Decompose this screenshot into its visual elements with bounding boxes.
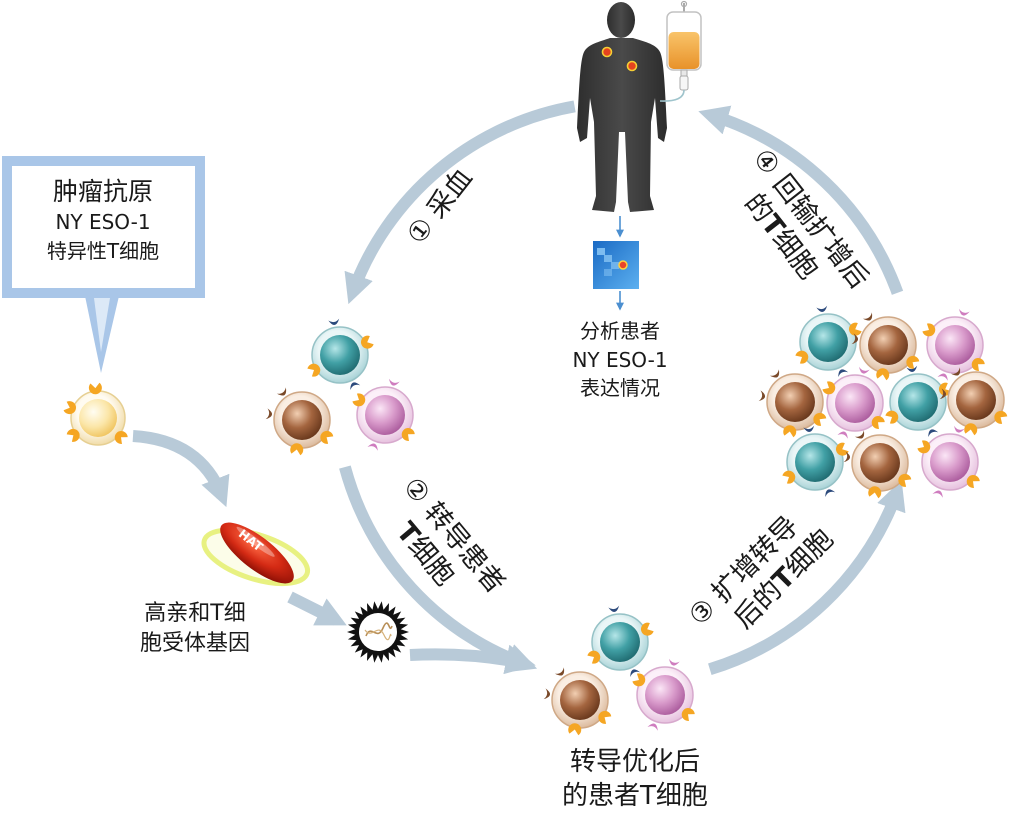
patient-silhouette	[577, 2, 667, 212]
brown-t-cell	[940, 367, 1009, 435]
brown-t-cell	[759, 369, 828, 437]
tcr-gene-capsule: HAT	[201, 522, 311, 587]
result-line2: 的患者T细胞	[562, 781, 708, 811]
arrow-vector-to-cells	[409, 644, 536, 675]
antigen-specific-t-cell	[63, 383, 129, 446]
analysis-line3: 表达情况	[580, 376, 660, 400]
arrow-gene-to-vector	[287, 591, 347, 626]
antigen-callout: 肿瘤抗原 NY ESO-1 特异性T细胞	[2, 156, 205, 373]
step2-label: ② 转导患者 T细胞	[390, 472, 511, 600]
teal-t-cell	[794, 306, 862, 377]
patient-body	[577, 38, 667, 212]
capsule-highlight	[236, 526, 275, 557]
pink-t-cell	[821, 367, 886, 439]
expanded-t-cells-cluster	[759, 306, 1009, 499]
dna-strand-icon	[365, 622, 393, 637]
patient-head	[607, 2, 635, 38]
analysis-line2: NY ESO-1	[572, 348, 667, 372]
tumor-marker-icon	[601, 46, 613, 58]
teal-t-cell	[586, 606, 654, 677]
teal-t-cell	[781, 426, 849, 497]
dna-strand-icon	[364, 629, 392, 641]
teal-t-cell	[306, 319, 374, 390]
callout-title: 肿瘤抗原	[53, 177, 153, 206]
pink-t-cell	[351, 379, 416, 451]
arrow-step3-expansion	[708, 479, 906, 676]
iv-bag-icon	[659, 0, 702, 102]
analysis-line1: 分析患者	[580, 319, 660, 343]
step4-label: ④ 回输扩增后 的T细胞	[738, 143, 874, 294]
viral-vector-icon	[347, 601, 409, 663]
callout-antigen-name: NY ESO-1	[55, 210, 150, 234]
callout-subtitle: 特异性T细胞	[47, 239, 159, 263]
brown-t-cell	[544, 667, 613, 735]
capsule-body	[220, 522, 294, 584]
expression-analysis-icon	[593, 241, 639, 289]
arrow-step4-reinfusion	[698, 105, 904, 295]
arrow-step2-transduction	[339, 465, 538, 673]
callout-tail-inner	[94, 298, 110, 352]
vector-core	[359, 613, 397, 651]
step3-label: ③ 扩增转导 后的T细胞	[683, 510, 840, 634]
tumor-marker-icon	[626, 60, 638, 72]
capsule-halo-ring	[201, 527, 311, 587]
teal-t-cell	[884, 366, 952, 437]
gene-line1: 高亲和T细	[144, 601, 245, 626]
result-line1: 转导优化后	[570, 747, 700, 777]
brown-t-cell	[844, 430, 913, 498]
arrow-cell-to-gene	[132, 430, 230, 508]
pink-t-cell	[921, 309, 986, 381]
callout-box	[2, 156, 205, 298]
brown-t-cell	[266, 387, 335, 455]
pink-t-cell	[916, 426, 981, 498]
transduced-t-cells-group	[544, 606, 696, 736]
gene-line2: 胞受体基因	[140, 631, 250, 656]
patient-t-cells-group	[266, 319, 416, 456]
arrow-step1-blood-draw	[344, 100, 576, 305]
pink-t-cell	[631, 659, 696, 731]
